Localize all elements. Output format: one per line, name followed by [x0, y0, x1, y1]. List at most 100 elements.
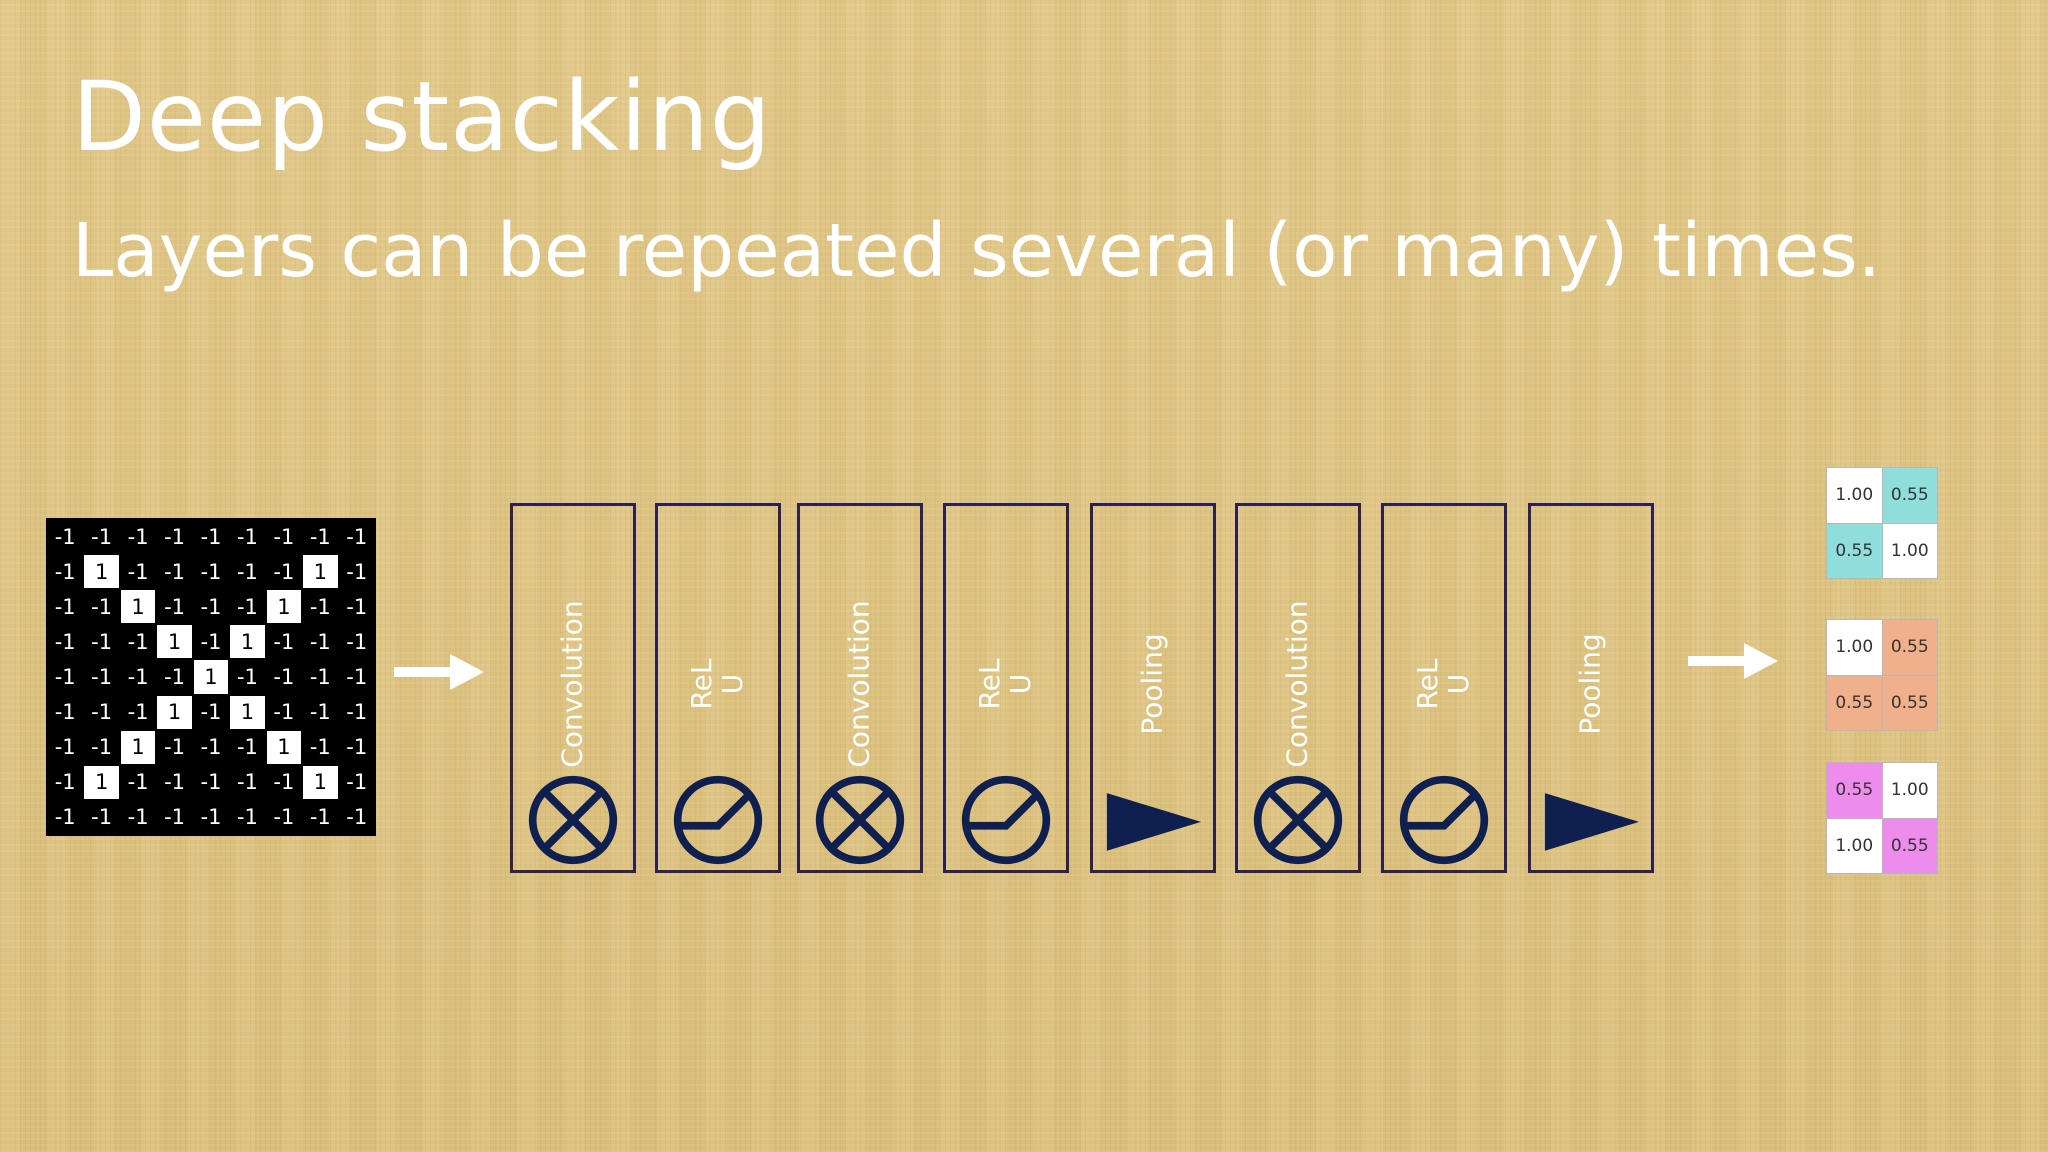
right-arrow-icon [1688, 643, 1778, 679]
layer-box: Pooling [1528, 503, 1654, 873]
pixel-cell: -1 [120, 520, 156, 554]
pixel-cell: -1 [48, 520, 83, 554]
layer-label: Convolution [842, 600, 876, 768]
pixel-cell: -1 [339, 800, 374, 834]
relu-icon [958, 772, 1054, 868]
pixel-cell: -1 [157, 800, 192, 834]
pixel-cell: -1 [157, 520, 192, 554]
pixel-cell: 1 [120, 730, 156, 764]
pixel-cell: 1 [230, 625, 265, 659]
pixel-cell: -1 [266, 765, 302, 799]
pixel-cell: -1 [48, 590, 83, 624]
layer-label: ReL U [973, 658, 1037, 710]
layer-box: ReL U [1381, 503, 1507, 873]
pixel-cell: -1 [84, 660, 119, 694]
pixel-cell: -1 [266, 660, 302, 694]
feature-map-cell: 0.55 [1882, 818, 1937, 873]
pixel-cell: 1 [266, 730, 302, 764]
pixel-cell: -1 [230, 660, 265, 694]
relu-icon [1396, 772, 1492, 868]
pixel-cell: -1 [266, 555, 302, 589]
pooling-icon [1105, 772, 1201, 868]
feature-map-cell: 1.00 [1827, 468, 1882, 523]
pixel-cell: -1 [193, 765, 229, 799]
pixel-cell: -1 [84, 730, 119, 764]
pixel-cell: -1 [193, 555, 229, 589]
pixel-cell: -1 [303, 590, 338, 624]
pixel-cell: -1 [157, 730, 192, 764]
pixel-cell: -1 [84, 520, 119, 554]
layer-label: Pooling [1135, 633, 1169, 735]
pixel-cell: 1 [157, 625, 192, 659]
pixel-cell: 1 [84, 765, 119, 799]
pixel-cell: -1 [230, 800, 265, 834]
layer-label: Pooling [1573, 633, 1607, 735]
layer-box: Convolution [510, 503, 636, 873]
pixel-cell: -1 [230, 520, 265, 554]
pixel-cell: -1 [266, 800, 302, 834]
layer-box: ReL U [943, 503, 1069, 873]
layer-box: Convolution [797, 503, 923, 873]
pixel-cell: -1 [193, 625, 229, 659]
feature-map-cell: 0.55 [1827, 675, 1882, 730]
pixel-cell: 1 [266, 590, 302, 624]
pixel-cell: 1 [157, 695, 192, 729]
pixel-cell: -1 [193, 730, 229, 764]
right-arrow-icon [394, 654, 484, 690]
pixel-cell: -1 [230, 730, 265, 764]
pixel-cell: -1 [120, 625, 156, 659]
feature-map-cell: 1.00 [1882, 523, 1937, 578]
pixel-cell: -1 [84, 695, 119, 729]
pixel-cell: -1 [84, 625, 119, 659]
pixel-cell: -1 [157, 555, 192, 589]
pixel-cell: -1 [193, 695, 229, 729]
pixel-cell: 1 [84, 555, 119, 589]
pixel-cell: 1 [303, 555, 338, 589]
layer-box: Pooling [1090, 503, 1216, 873]
pixel-cell: -1 [193, 520, 229, 554]
layer-label: Convolution [555, 600, 589, 768]
feature-map-cell: 0.55 [1882, 675, 1937, 730]
pixel-cell: -1 [157, 660, 192, 694]
pixel-cell: -1 [266, 520, 302, 554]
pixel-cell: -1 [157, 590, 192, 624]
pixel-cell: -1 [120, 800, 156, 834]
pixel-cell: -1 [48, 625, 83, 659]
layer-label: ReL U [685, 658, 749, 710]
pixel-cell: -1 [193, 590, 229, 624]
pixel-cell: -1 [339, 660, 374, 694]
pixel-cell: -1 [48, 800, 83, 834]
pixel-cell: -1 [266, 625, 302, 659]
feature-map-cell: 1.00 [1827, 818, 1882, 873]
feature-map-cell: 1.00 [1827, 620, 1882, 675]
pixel-cell: 1 [303, 765, 338, 799]
pooling-icon [1543, 772, 1639, 868]
pixel-cell: -1 [120, 695, 156, 729]
relu-icon [670, 772, 766, 868]
pixel-cell: -1 [266, 695, 302, 729]
pixel-cell: -1 [120, 555, 156, 589]
pixel-cell: -1 [339, 765, 374, 799]
slide-subtitle: Layers can be repeated several (or many)… [72, 208, 1882, 294]
pixel-cell: -1 [84, 590, 119, 624]
pixel-cell: -1 [48, 695, 83, 729]
pixel-cell: -1 [120, 765, 156, 799]
convolution-icon [525, 772, 621, 868]
pixel-cell: -1 [230, 765, 265, 799]
pixel-cell: -1 [303, 625, 338, 659]
feature-map-cell: 1.00 [1882, 763, 1937, 818]
layer-box: Convolution [1235, 503, 1361, 873]
pixel-cell: -1 [339, 625, 374, 659]
pixel-cell: -1 [339, 520, 374, 554]
pixel-cell: -1 [230, 555, 265, 589]
pixel-cell: -1 [48, 765, 83, 799]
feature-map-cell: 0.55 [1827, 523, 1882, 578]
pixel-cell: -1 [339, 590, 374, 624]
convolution-icon [812, 772, 908, 868]
pixel-cell: -1 [48, 730, 83, 764]
convolution-icon [1250, 772, 1346, 868]
feature-map-cell: 0.55 [1827, 763, 1882, 818]
